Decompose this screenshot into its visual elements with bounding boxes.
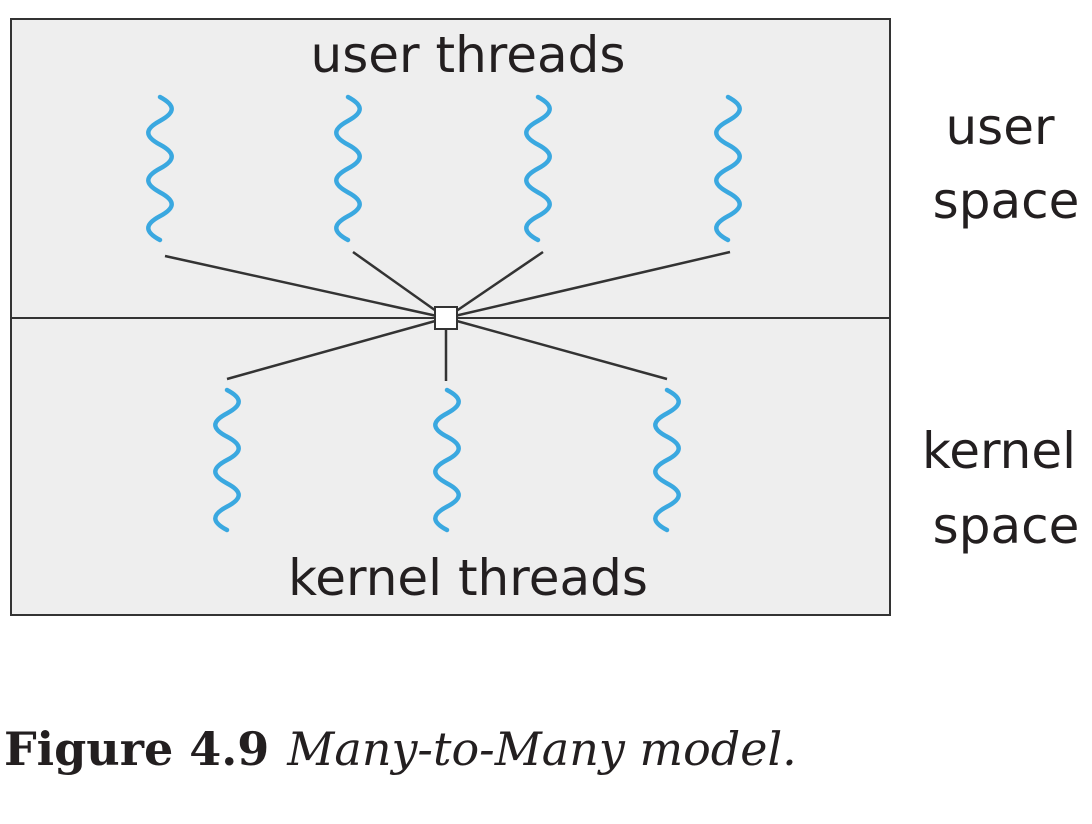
user-thread-connector-4 bbox=[445, 250, 731, 320]
kernel-space-label-line-2: space bbox=[933, 497, 1080, 555]
figure-label: Figure 4.9 bbox=[4, 722, 270, 776]
thread-connectors bbox=[164, 250, 731, 381]
kernel-thread-2 bbox=[433, 387, 461, 533]
user-threads-label: user threads bbox=[311, 26, 626, 84]
kernel-threads-group bbox=[213, 387, 681, 533]
user-thread-connector-3 bbox=[445, 250, 544, 320]
kernel-space-label-line-1: kernel bbox=[922, 422, 1076, 480]
kernel-thread-1 bbox=[213, 387, 241, 533]
user-space-label-line-1: user bbox=[945, 98, 1055, 156]
user-thread-1 bbox=[146, 94, 174, 243]
user-threads-group bbox=[146, 94, 742, 243]
user-thread-connector-2 bbox=[352, 250, 447, 320]
figure-title: Many-to-Many model. bbox=[287, 722, 797, 776]
kernel-threads-label: kernel threads bbox=[288, 549, 648, 607]
user-space-label-line-2: space bbox=[933, 172, 1080, 230]
figure-caption: Figure 4.9 Many-to-Many model. bbox=[4, 722, 797, 776]
user-thread-connector-1 bbox=[164, 254, 447, 320]
user-thread-4 bbox=[714, 94, 742, 243]
user-thread-3 bbox=[524, 94, 552, 243]
kernel-thread-connector-1 bbox=[226, 316, 447, 381]
mapping-node bbox=[434, 306, 458, 330]
kernel-thread-3 bbox=[653, 387, 681, 533]
many-to-many-diagram: user threads kernel threads user space k… bbox=[10, 18, 1080, 616]
user-thread-2 bbox=[334, 94, 362, 243]
kernel-thread-connector-3 bbox=[445, 316, 668, 381]
